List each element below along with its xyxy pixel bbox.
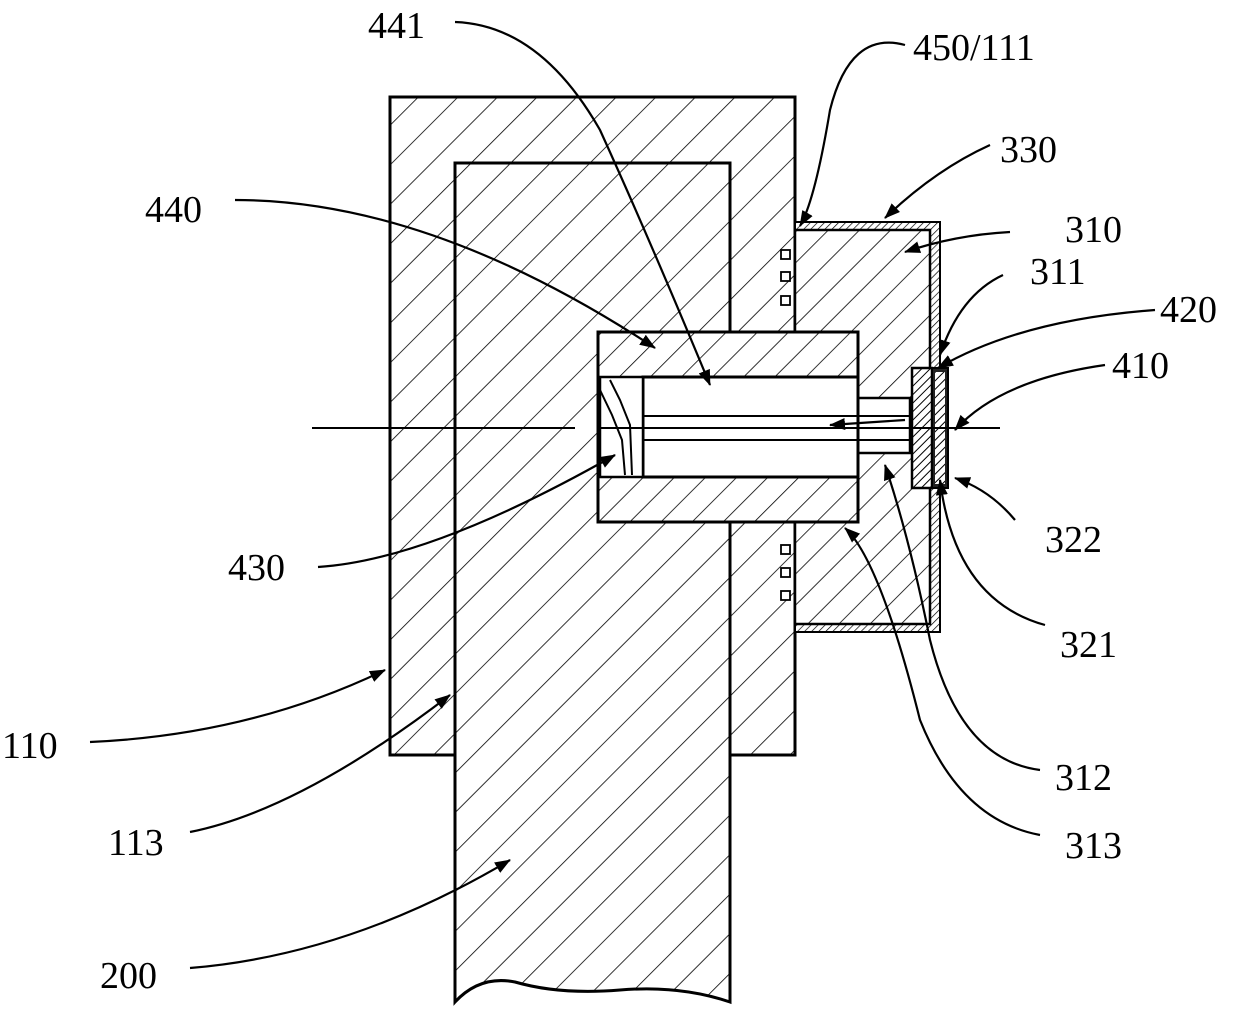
leader-321	[940, 480, 1045, 625]
leader-410	[955, 365, 1105, 430]
label-110: 110	[2, 725, 58, 767]
label-311: 311	[1030, 251, 1086, 293]
label-313: 313	[1065, 825, 1122, 867]
label-410: 410	[1112, 345, 1169, 387]
label-430: 430	[228, 547, 285, 589]
leader-450-111	[800, 43, 905, 226]
label-441: 441	[368, 5, 425, 47]
leader-110	[90, 670, 385, 742]
housing-lower-right	[730, 522, 795, 755]
label-200: 200	[100, 955, 157, 997]
label-113: 113	[108, 822, 164, 864]
label-312: 312	[1055, 757, 1112, 799]
label-330: 330	[1000, 129, 1057, 171]
label-310: 310	[1065, 209, 1122, 251]
shaft-200	[455, 163, 730, 1002]
leader-322	[955, 478, 1015, 520]
label-440: 440	[145, 189, 202, 231]
label-450-111: 450/111	[913, 27, 1035, 69]
label-420: 420	[1160, 289, 1217, 331]
leader-330	[885, 145, 990, 218]
label-321: 321	[1060, 624, 1117, 666]
label-322: 322	[1045, 519, 1102, 561]
